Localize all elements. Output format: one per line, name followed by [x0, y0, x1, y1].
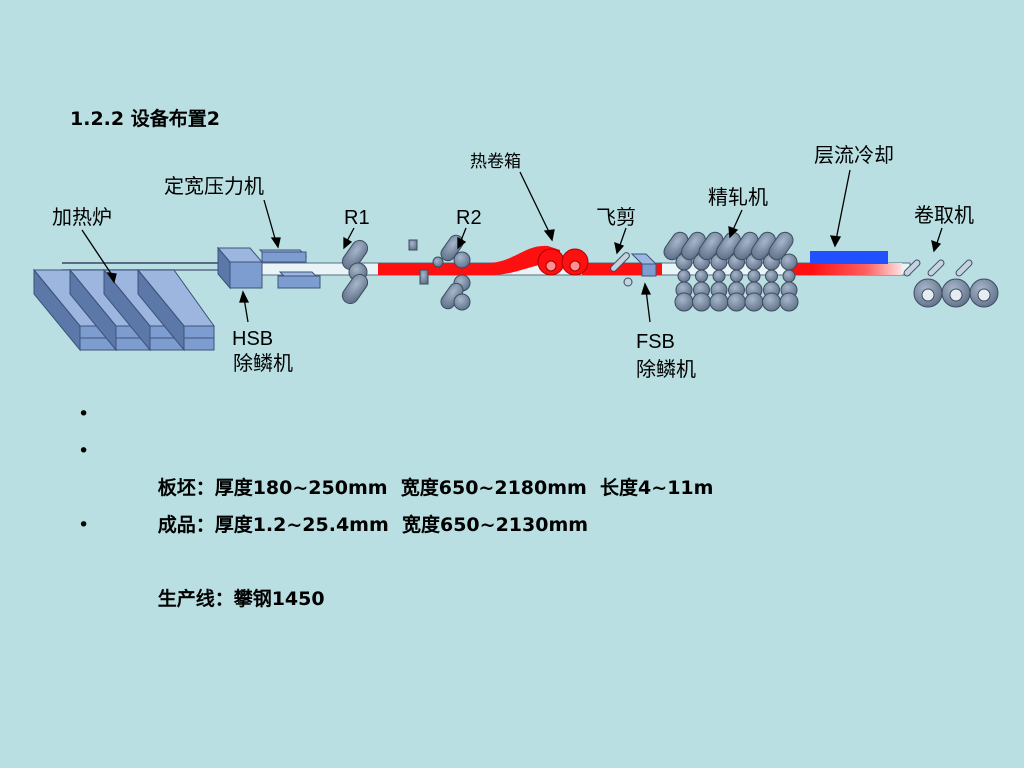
spec-item-slab: • 板坯：厚度180~250mm 宽度650~2180mm 长度4~11m	[78, 396, 713, 499]
label-r2: R2	[456, 207, 482, 229]
spec-text: 板坯：厚度180~250mm 宽度650~2180mm 长度4~11m	[157, 477, 714, 499]
finishing-stand	[750, 231, 781, 312]
finishing-stand	[680, 231, 711, 312]
laminar-cooling-header	[810, 251, 888, 264]
label-coiler: 卷取机	[914, 203, 974, 227]
finishing-stand	[733, 231, 764, 312]
flying-shear	[610, 252, 633, 287]
hot-strip-mill-layout-diagram: 加热炉 定宽压力机 HSB 除鳞机 R1 R2 热卷箱 飞剪 FSB 除鳞机 精…	[32, 143, 999, 381]
finishing-mill	[663, 231, 799, 312]
label-hsb-name: 除鳞机	[233, 351, 293, 375]
r2-rougher	[440, 234, 471, 311]
coilers	[903, 259, 999, 308]
bullet: •	[78, 440, 90, 462]
auxiliary-rolls	[408, 239, 444, 285]
r1-rougher	[341, 239, 369, 305]
page-title: 1.2.2 设备布置2	[70, 108, 220, 130]
label-coil-box: 热卷箱	[470, 152, 521, 172]
spec-item-product: • 成品：厚度1.2~25.4mm 宽度650~2130mm	[78, 433, 713, 536]
label-fsb-code: FSB	[636, 331, 675, 353]
heating-furnace	[32, 268, 215, 352]
spec-text: 成品：厚度1.2~25.4mm 宽度650~2130mm	[157, 514, 589, 536]
bullet: •	[78, 514, 90, 536]
spec-text: 生产线：攀钢1450	[157, 588, 325, 610]
fsb-descaler	[630, 253, 658, 277]
label-heating-furnace: 加热炉	[52, 205, 112, 229]
label-fsb-name: 除鳞机	[636, 357, 696, 381]
label-r1: R1	[344, 207, 370, 229]
finishing-stand	[768, 231, 799, 312]
label-finishing-mill: 精轧机	[708, 185, 768, 209]
width-press	[258, 249, 321, 289]
label-hsb-code: HSB	[232, 328, 273, 350]
spec-item-line: • 生产线：攀钢1450	[78, 507, 713, 610]
label-flying-shear: 飞剪	[596, 205, 636, 229]
hsb-descaler	[216, 246, 264, 290]
label-width-press: 定宽压力机	[164, 174, 264, 198]
spec-list: • 板坯：厚度180~250mm 宽度650~2180mm 长度4~11m • …	[78, 396, 713, 610]
label-laminar-cooling: 层流冷却	[814, 143, 894, 167]
callout-arrows	[81, 169, 943, 323]
bullet: •	[78, 403, 90, 425]
coil-box	[537, 248, 589, 276]
